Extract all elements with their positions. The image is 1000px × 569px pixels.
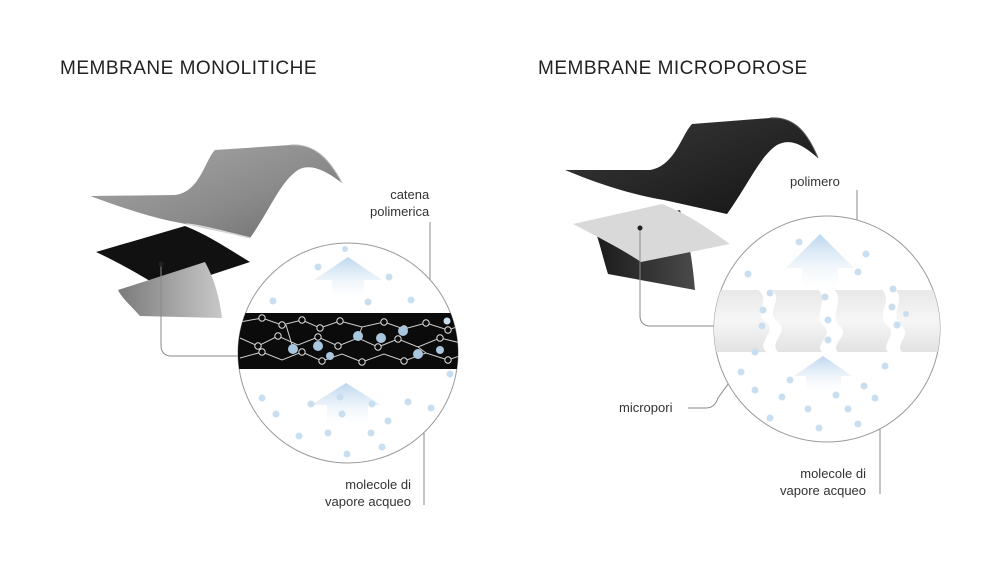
arrow-up-top-left [314, 257, 382, 298]
label-polymer-chain-line1: catena [390, 187, 430, 202]
monolithic-membrane-sheets [90, 144, 343, 318]
label-water-vapour-right: molecole di vapore acqueo [780, 465, 866, 499]
sheet-grey-lower [118, 262, 222, 318]
leader-sheet-to-circle-right [639, 228, 716, 327]
title-microporous: MEMBRANE MICROPOROSE [538, 58, 808, 79]
arrow-up-top-right [786, 234, 854, 288]
sheet-dark-curl-edge [769, 117, 819, 159]
sheet-light-inner [573, 204, 730, 262]
sheet-grey-fold-highlight [185, 223, 251, 239]
label-water-vapour-right-line1: molecole di [800, 466, 867, 481]
label-polymer-chain-line2: polimerica [370, 204, 430, 219]
label-polymer-chain: catena polimerica [370, 186, 429, 220]
molecules-right [737, 238, 909, 432]
microporous-magnified-view [713, 215, 941, 443]
label-water-vapour-left-line2: vapore acqueo [325, 494, 412, 509]
monolithic-magnified-view [237, 242, 459, 464]
arrow-up-bottom-left [311, 383, 381, 425]
label-water-vapour-left-line1: molecole di [345, 477, 412, 492]
label-polymer-text: polimero [790, 174, 840, 189]
leader-dot-sheet [158, 261, 164, 267]
label-micropores: micropori [619, 399, 672, 416]
label-micropores-text: micropori [619, 400, 673, 415]
leader-dot-sheet-right [637, 225, 643, 231]
label-polymer: polimero [790, 173, 840, 190]
microporous-membrane-sheets [565, 117, 819, 290]
leader-sheet-to-circle [160, 264, 240, 357]
molecules-below-left [258, 370, 454, 458]
leader-micropores [688, 339, 761, 409]
sheet-grey-top [90, 144, 342, 238]
molecules-in-membrane-left [288, 326, 444, 360]
label-water-vapour-right-line2: vapore acqueo [780, 483, 867, 498]
arrow-up-bottom-right [794, 356, 852, 392]
sheet-dark-top [565, 117, 818, 214]
title-monolithic: MEMBRANE MONOLITICHE [60, 58, 318, 79]
sheet-grey-curl-edge [289, 144, 343, 184]
molecules-above-left [269, 246, 451, 325]
sheet-dark-inner [96, 226, 250, 290]
label-water-vapour-left: molecole di vapore acqueo [325, 476, 411, 510]
